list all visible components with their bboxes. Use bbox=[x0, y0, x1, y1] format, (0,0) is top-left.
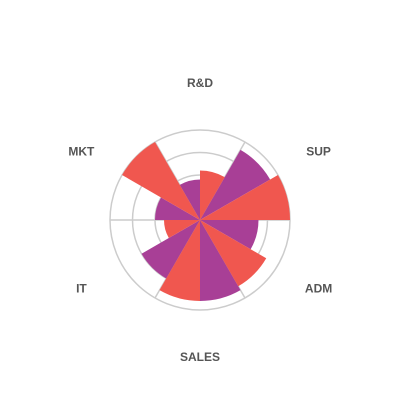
bar-it-series-2 bbox=[164, 220, 200, 238]
category-label-sup: SUP bbox=[306, 145, 331, 159]
category-label-sales: SALES bbox=[180, 350, 220, 364]
bar-sup-series-2 bbox=[200, 175, 290, 220]
bar-it-series-1 bbox=[141, 220, 200, 279]
bar-rd-series-1 bbox=[179, 179, 200, 220]
bar-sales-series-2 bbox=[159, 220, 200, 301]
bars bbox=[122, 142, 290, 301]
bar-adm-series-1 bbox=[200, 220, 259, 250]
bar-mkt-series-2 bbox=[122, 142, 200, 220]
bar-sup-series-1 bbox=[200, 149, 271, 220]
category-label-it: IT bbox=[76, 282, 87, 296]
category-label-mkt: MKT bbox=[68, 145, 95, 159]
category-label-adm: ADM bbox=[305, 282, 332, 296]
bar-adm-series-2 bbox=[200, 220, 267, 287]
category-labels: R&D SUP ADM SALES IT MKT bbox=[68, 76, 332, 364]
grid-spoke-3 bbox=[199, 219, 246, 299]
bar-sales-series-1 bbox=[200, 220, 241, 301]
bar-mkt-series-1 bbox=[155, 197, 200, 220]
category-label-rd: R&D bbox=[187, 76, 213, 90]
bar-rd-series-2 bbox=[200, 170, 225, 220]
